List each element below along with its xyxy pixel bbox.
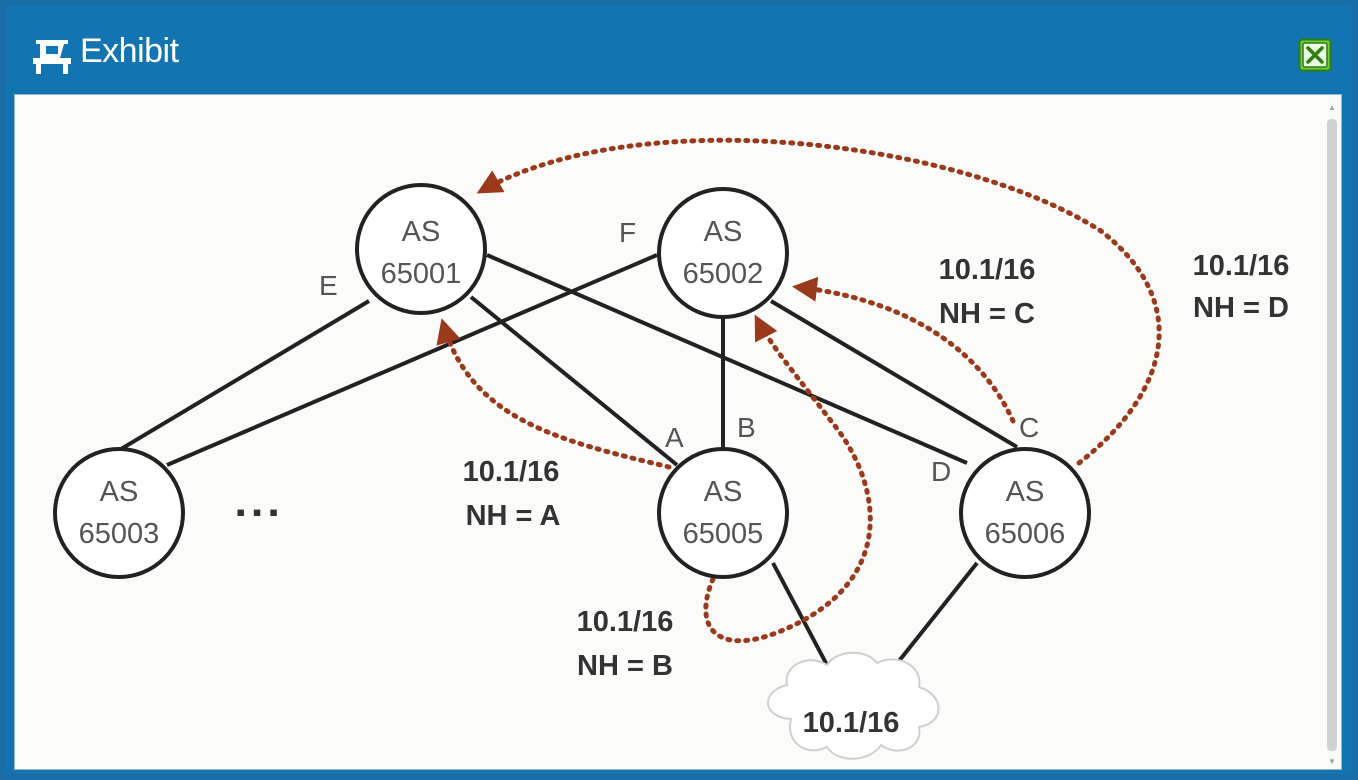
- link-65005-cloud: [771, 562, 829, 666]
- as65001-label-line2: 65001: [381, 258, 462, 290]
- prefix-cloud: 10.1/16: [767, 651, 940, 760]
- link-65002-65003: [166, 253, 658, 467]
- advert-a-nexthop: NH = A: [466, 500, 561, 532]
- as65001-label-line1: AS: [402, 216, 441, 248]
- as65006-node: [959, 447, 1091, 579]
- close-icon[interactable]: [1298, 38, 1332, 72]
- as65001-node: [355, 183, 487, 315]
- link-65002-65006: [769, 299, 1019, 449]
- iface-label-a: A: [665, 422, 684, 453]
- as65003-label-line2: 65003: [79, 518, 160, 550]
- as65005-node: [657, 447, 789, 579]
- bgp-topology-diagram: 10.1/16 AS 65001 AS 65002 AS 65003 AS 65…: [53, 137, 1290, 760]
- link-65006-cloud: [889, 561, 979, 673]
- scroll-down-arrow-icon[interactable]: ▼: [1328, 757, 1336, 766]
- exhibit-content: 10.1/16 AS 65001 AS 65002 AS 65003 AS 65…: [14, 94, 1342, 770]
- scroll-up-arrow-icon[interactable]: ▲: [1328, 103, 1336, 112]
- iface-label-c: C: [1019, 412, 1039, 443]
- advert-c-nexthop: NH = C: [939, 298, 1035, 330]
- advert-b-nexthop: NH = B: [577, 650, 673, 682]
- exhibit-window: Exhibit: [6, 6, 1352, 774]
- iface-label-b: B: [737, 412, 756, 443]
- advert-path-b: [703, 314, 873, 644]
- advert-c-prefix: 10.1/16: [939, 254, 1036, 286]
- window-title: Exhibit: [80, 32, 179, 70]
- exhibit-icon: [33, 40, 71, 74]
- link-65001-65005: [469, 295, 679, 467]
- iface-label-e: E: [319, 270, 338, 301]
- as65002-label-line1: AS: [704, 216, 743, 248]
- advert-path-c: [792, 276, 1016, 424]
- iface-label-d: D: [931, 456, 951, 487]
- as65005-label-line2: 65005: [683, 518, 764, 550]
- link-65001-65003: [119, 299, 371, 451]
- as65002-node: [657, 187, 789, 319]
- vertical-scrollbar[interactable]: ▲ ▼: [1325, 103, 1339, 766]
- title-bar[interactable]: Exhibit: [6, 6, 1352, 96]
- as65002-label-line2: 65002: [683, 258, 764, 290]
- as65003-label-line1: AS: [100, 476, 139, 508]
- advert-a-prefix: 10.1/16: [463, 456, 560, 488]
- advert-d-prefix: 10.1/16: [1193, 250, 1290, 282]
- link-65001-65006: [486, 253, 968, 465]
- as65005-label-line1: AS: [704, 476, 743, 508]
- iface-label-f: F: [619, 217, 636, 248]
- advert-b-prefix: 10.1/16: [577, 606, 674, 638]
- scrollbar-thumb[interactable]: [1327, 119, 1337, 751]
- as65006-label-line1: AS: [1006, 476, 1045, 508]
- as65006-label-line2: 65006: [985, 518, 1066, 550]
- advert-d-nexthop: NH = D: [1193, 292, 1289, 324]
- as65003-node: [53, 447, 185, 579]
- cloud-prefix-label: 10.1/16: [803, 707, 900, 739]
- advert-path-d: [476, 137, 1162, 466]
- ellipsis: ▪ ▪ ▪: [236, 497, 278, 527]
- advert-path-a: [436, 318, 672, 470]
